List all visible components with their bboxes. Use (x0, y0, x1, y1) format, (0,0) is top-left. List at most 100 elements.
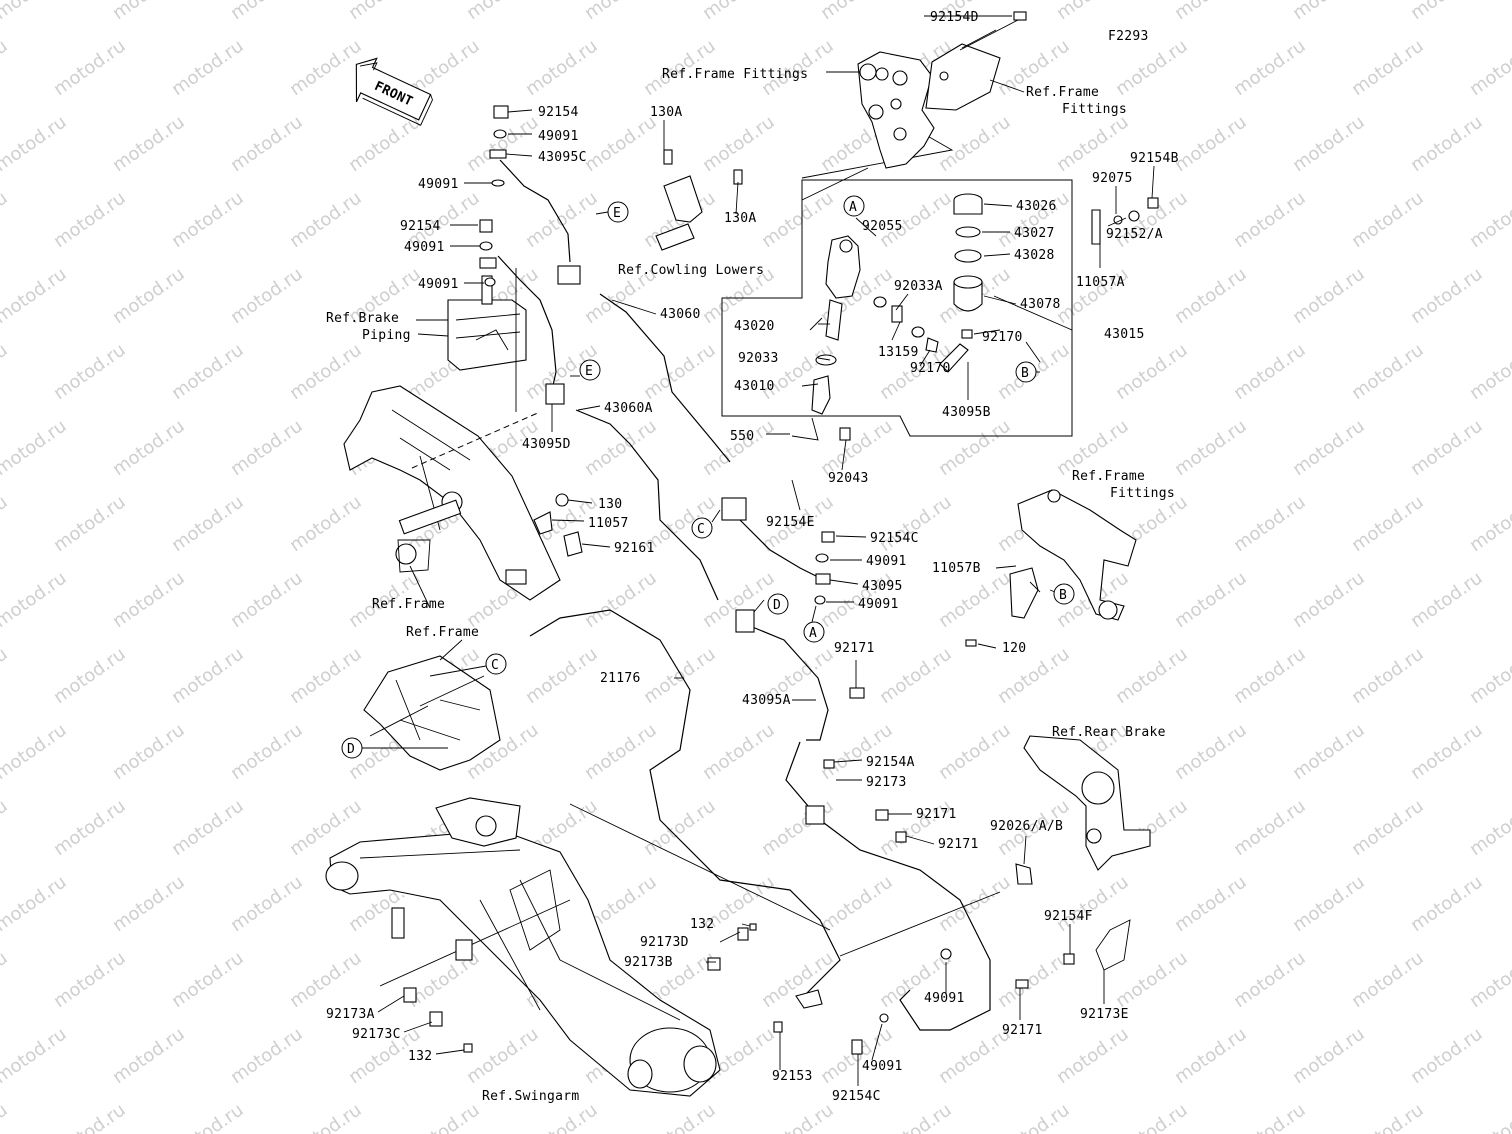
watermark-text: motod.ru (1171, 1024, 1251, 1089)
hose-joint-d (735, 609, 755, 633)
watermark-text: motod.ru (1348, 36, 1428, 101)
leader-line (855, 217, 877, 237)
watermark-text: motod.ru (758, 188, 838, 253)
leader-line (551, 519, 585, 522)
watermark-text: motod.ru (935, 112, 1015, 177)
leader-line (919, 349, 931, 367)
watermark-text: motod.ru (935, 872, 1015, 937)
callout-c-letter: C (491, 658, 499, 673)
callout-c-left: C (485, 653, 507, 675)
watermark-text: motod.ru (640, 340, 720, 405)
watermark-text: motod.ru (522, 1100, 602, 1134)
ref-rear-brake: Ref.Rear Brake (1052, 725, 1166, 740)
part-43060A: 43060A (604, 401, 653, 416)
hose-joint-lower (805, 805, 825, 825)
frame-section-c-d (363, 655, 501, 771)
part-49091: 49091 (866, 554, 907, 569)
leader-line (841, 439, 847, 471)
watermark-text: motod.ru (0, 644, 12, 709)
part-92154: 92154 (538, 105, 579, 120)
small-parts-swingarm (403, 687, 1029, 1055)
watermark-text: motod.ru (817, 0, 897, 24)
watermark-text: motod.ru (109, 264, 189, 329)
watermark-text: motod.ru (109, 1024, 189, 1089)
watermark-text: motod.ru (876, 1100, 956, 1134)
watermark-text: motod.ru (1230, 36, 1310, 101)
watermark-text: motod.ru (463, 112, 543, 177)
part-92154B: 92154B (1130, 151, 1179, 166)
ref-cowling-lowers: Ref.Cowling Lowers (618, 263, 764, 278)
watermark-text: motod.ru (817, 872, 897, 937)
watermark-text: motod.ru (1171, 112, 1251, 177)
watermark-text: motod.ru (1112, 1100, 1192, 1134)
watermark-text: motod.ru (522, 36, 602, 101)
watermark-text: motod.ru (227, 720, 307, 785)
part-43095: 43095 (862, 579, 903, 594)
part-92173B: 92173B (624, 955, 673, 970)
watermark-text: motod.ru (994, 188, 1074, 253)
watermark-text: motod.ru (1407, 720, 1487, 785)
ref-frame-fittings-mid-line2: Fittings (1110, 486, 1175, 501)
watermark-text: motod.ru (404, 1100, 484, 1134)
watermark-text: motod.ru (345, 0, 425, 24)
watermark-text: motod.ru (227, 112, 307, 177)
watermark-text: motod.ru (1112, 644, 1192, 709)
part-120: 120 (1002, 641, 1026, 656)
ref-frame-fittings-right-line1: Ref.Frame (1026, 85, 1099, 100)
part-92153: 92153 (772, 1069, 813, 1084)
part-43078: 43078 (1020, 297, 1061, 312)
callout-e-mid: E (579, 359, 601, 381)
brake-reservoir (953, 193, 1159, 339)
part-130: 130 (598, 497, 622, 512)
watermark-text: motod.ru (1053, 264, 1133, 329)
watermark-text: motod.ru (522, 188, 602, 253)
watermark-text: motod.ru (0, 720, 71, 785)
front-arrow-icon: FRONT (355, 57, 433, 126)
leader-line (895, 293, 909, 311)
callout-b-letter: B (1059, 588, 1067, 603)
watermark-text: motod.ru (1171, 568, 1251, 633)
part-43095B: 43095B (942, 405, 991, 420)
leader-line (977, 643, 997, 649)
watermark-text: motod.ru (1230, 796, 1310, 861)
part-92170: 92170 (910, 361, 951, 376)
part-49091: 49091 (862, 1059, 903, 1074)
watermark-text: motod.ru (286, 340, 366, 405)
watermark-text: motod.ru (1230, 644, 1310, 709)
leader-line (507, 109, 533, 113)
part-43095A: 43095A (742, 693, 791, 708)
part-43028: 43028 (1014, 248, 1055, 263)
swingarm (325, 797, 831, 1097)
watermark-text: motod.ru (0, 188, 12, 253)
part-11057A: 11057A (1076, 275, 1125, 290)
part-92154E: 92154E (766, 515, 815, 530)
leader-line (835, 535, 867, 538)
watermark-text: motod.ru (0, 796, 12, 861)
leader-line (377, 995, 405, 1013)
leader-line (611, 299, 657, 315)
watermark-text: motod.ru (1407, 416, 1487, 481)
leader-line (735, 181, 739, 215)
watermark-text: motod.ru (699, 112, 779, 177)
watermark-text: motod.ru (1348, 796, 1428, 861)
leader-line (753, 599, 765, 613)
leader-line (581, 543, 611, 548)
leader-line (817, 357, 831, 361)
watermark-text: motod.ru (463, 0, 543, 24)
part-92173D: 92173D (640, 935, 689, 950)
callout-d-left: D (341, 737, 363, 759)
watermark-text: motod.ru (1289, 1024, 1369, 1089)
part-13159: 13159 (878, 345, 919, 360)
part-43095C: 43095C (538, 150, 587, 165)
leader-line (871, 1023, 883, 1061)
watermark-text: motod.ru (50, 796, 130, 861)
callout-b-mid: B (1053, 583, 1075, 605)
part-21176: 21176 (600, 671, 641, 686)
leader-line (409, 565, 431, 609)
leader-line (1025, 341, 1041, 363)
part-132: 132 (408, 1049, 432, 1064)
watermark-text: motod.ru (50, 36, 130, 101)
watermark-text: motod.ru (0, 492, 12, 557)
watermark-text: motod.ru (1348, 340, 1428, 405)
